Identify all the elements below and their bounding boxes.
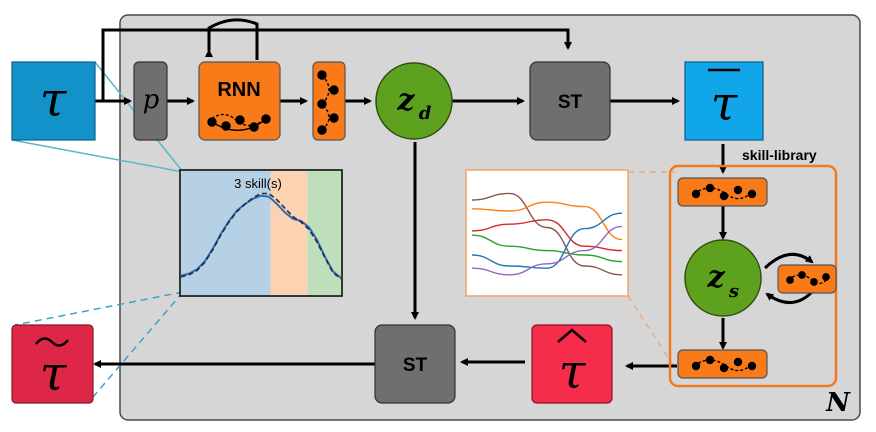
- zd-node: z d: [375, 62, 453, 140]
- rnn-network-icon: [207, 113, 271, 132]
- trajectory-dashed-line: [180, 192, 342, 280]
- tau-input-label: τ: [40, 72, 68, 128]
- encoder-cell-box: [312, 61, 346, 141]
- zd-subscript: d: [419, 103, 432, 124]
- tau-hat-label: τ: [559, 344, 587, 400]
- skill-library-label: skill-library: [742, 147, 817, 163]
- trajectory-line-2: [471, 201, 623, 241]
- trajectory-line-4: [471, 212, 623, 269]
- segment-backgrounds: [181, 171, 341, 295]
- trajectory-line-3: [471, 234, 623, 263]
- zs-label: z: [706, 260, 725, 295]
- rnn-label: RNN: [217, 79, 260, 101]
- tau-input-box: τ: [11, 61, 96, 141]
- tilde-accent: [35, 337, 69, 347]
- tau-tilde-label: τ: [40, 346, 68, 402]
- st-top-label: ST: [558, 92, 583, 113]
- skill-count-label: 3 skill(s): [234, 176, 282, 191]
- zs-side-cell: [777, 264, 837, 294]
- library-bottom-cell: [677, 349, 768, 379]
- svg-text:z: z: [706, 260, 725, 295]
- skill-segment-2: [270, 171, 308, 295]
- svg-text:z: z: [396, 83, 415, 118]
- p-box: p: [133, 61, 168, 141]
- output-chart-guides: [14, 291, 184, 398]
- st-bottom-box: ST: [374, 324, 456, 404]
- trajectory-line-6: [471, 225, 623, 276]
- trajectory-line-5: [471, 219, 623, 252]
- st-top-box: ST: [529, 61, 611, 141]
- corner-n-label: N: [825, 388, 851, 418]
- hat-accent: [557, 328, 587, 343]
- tau-bar-label: τ: [711, 76, 739, 132]
- trajectory-lines: [471, 192, 623, 276]
- latent-trajectories-chart: [465, 169, 629, 297]
- zs-loop-in: [765, 290, 814, 304]
- cell-network-icon: [317, 70, 339, 135]
- tau-tilde-box: τ: [11, 324, 94, 404]
- rnn-box: RNN: [198, 61, 281, 141]
- tau-hat-box: τ: [531, 324, 613, 404]
- skill-segment-1: [181, 171, 271, 295]
- zs-node: z s: [684, 239, 762, 317]
- st-bottom-label: ST: [403, 355, 428, 376]
- p-label: p: [143, 85, 160, 115]
- zs-loop-out: [763, 252, 814, 270]
- trajectory-line-1: [471, 192, 623, 276]
- zd-label: z: [396, 83, 415, 118]
- library-top-cell: [677, 177, 768, 207]
- zs-subscript: s: [728, 281, 739, 302]
- skip-connection-tau-to-st: [101, 28, 572, 101]
- connections: [93, 18, 814, 370]
- tau-bar-box: τ: [684, 61, 764, 141]
- skill-segmentation-chart: 3 skill(s): [179, 169, 343, 297]
- library-chart-guides: [627, 171, 676, 369]
- rnn-recurrent-loop: [205, 18, 259, 60]
